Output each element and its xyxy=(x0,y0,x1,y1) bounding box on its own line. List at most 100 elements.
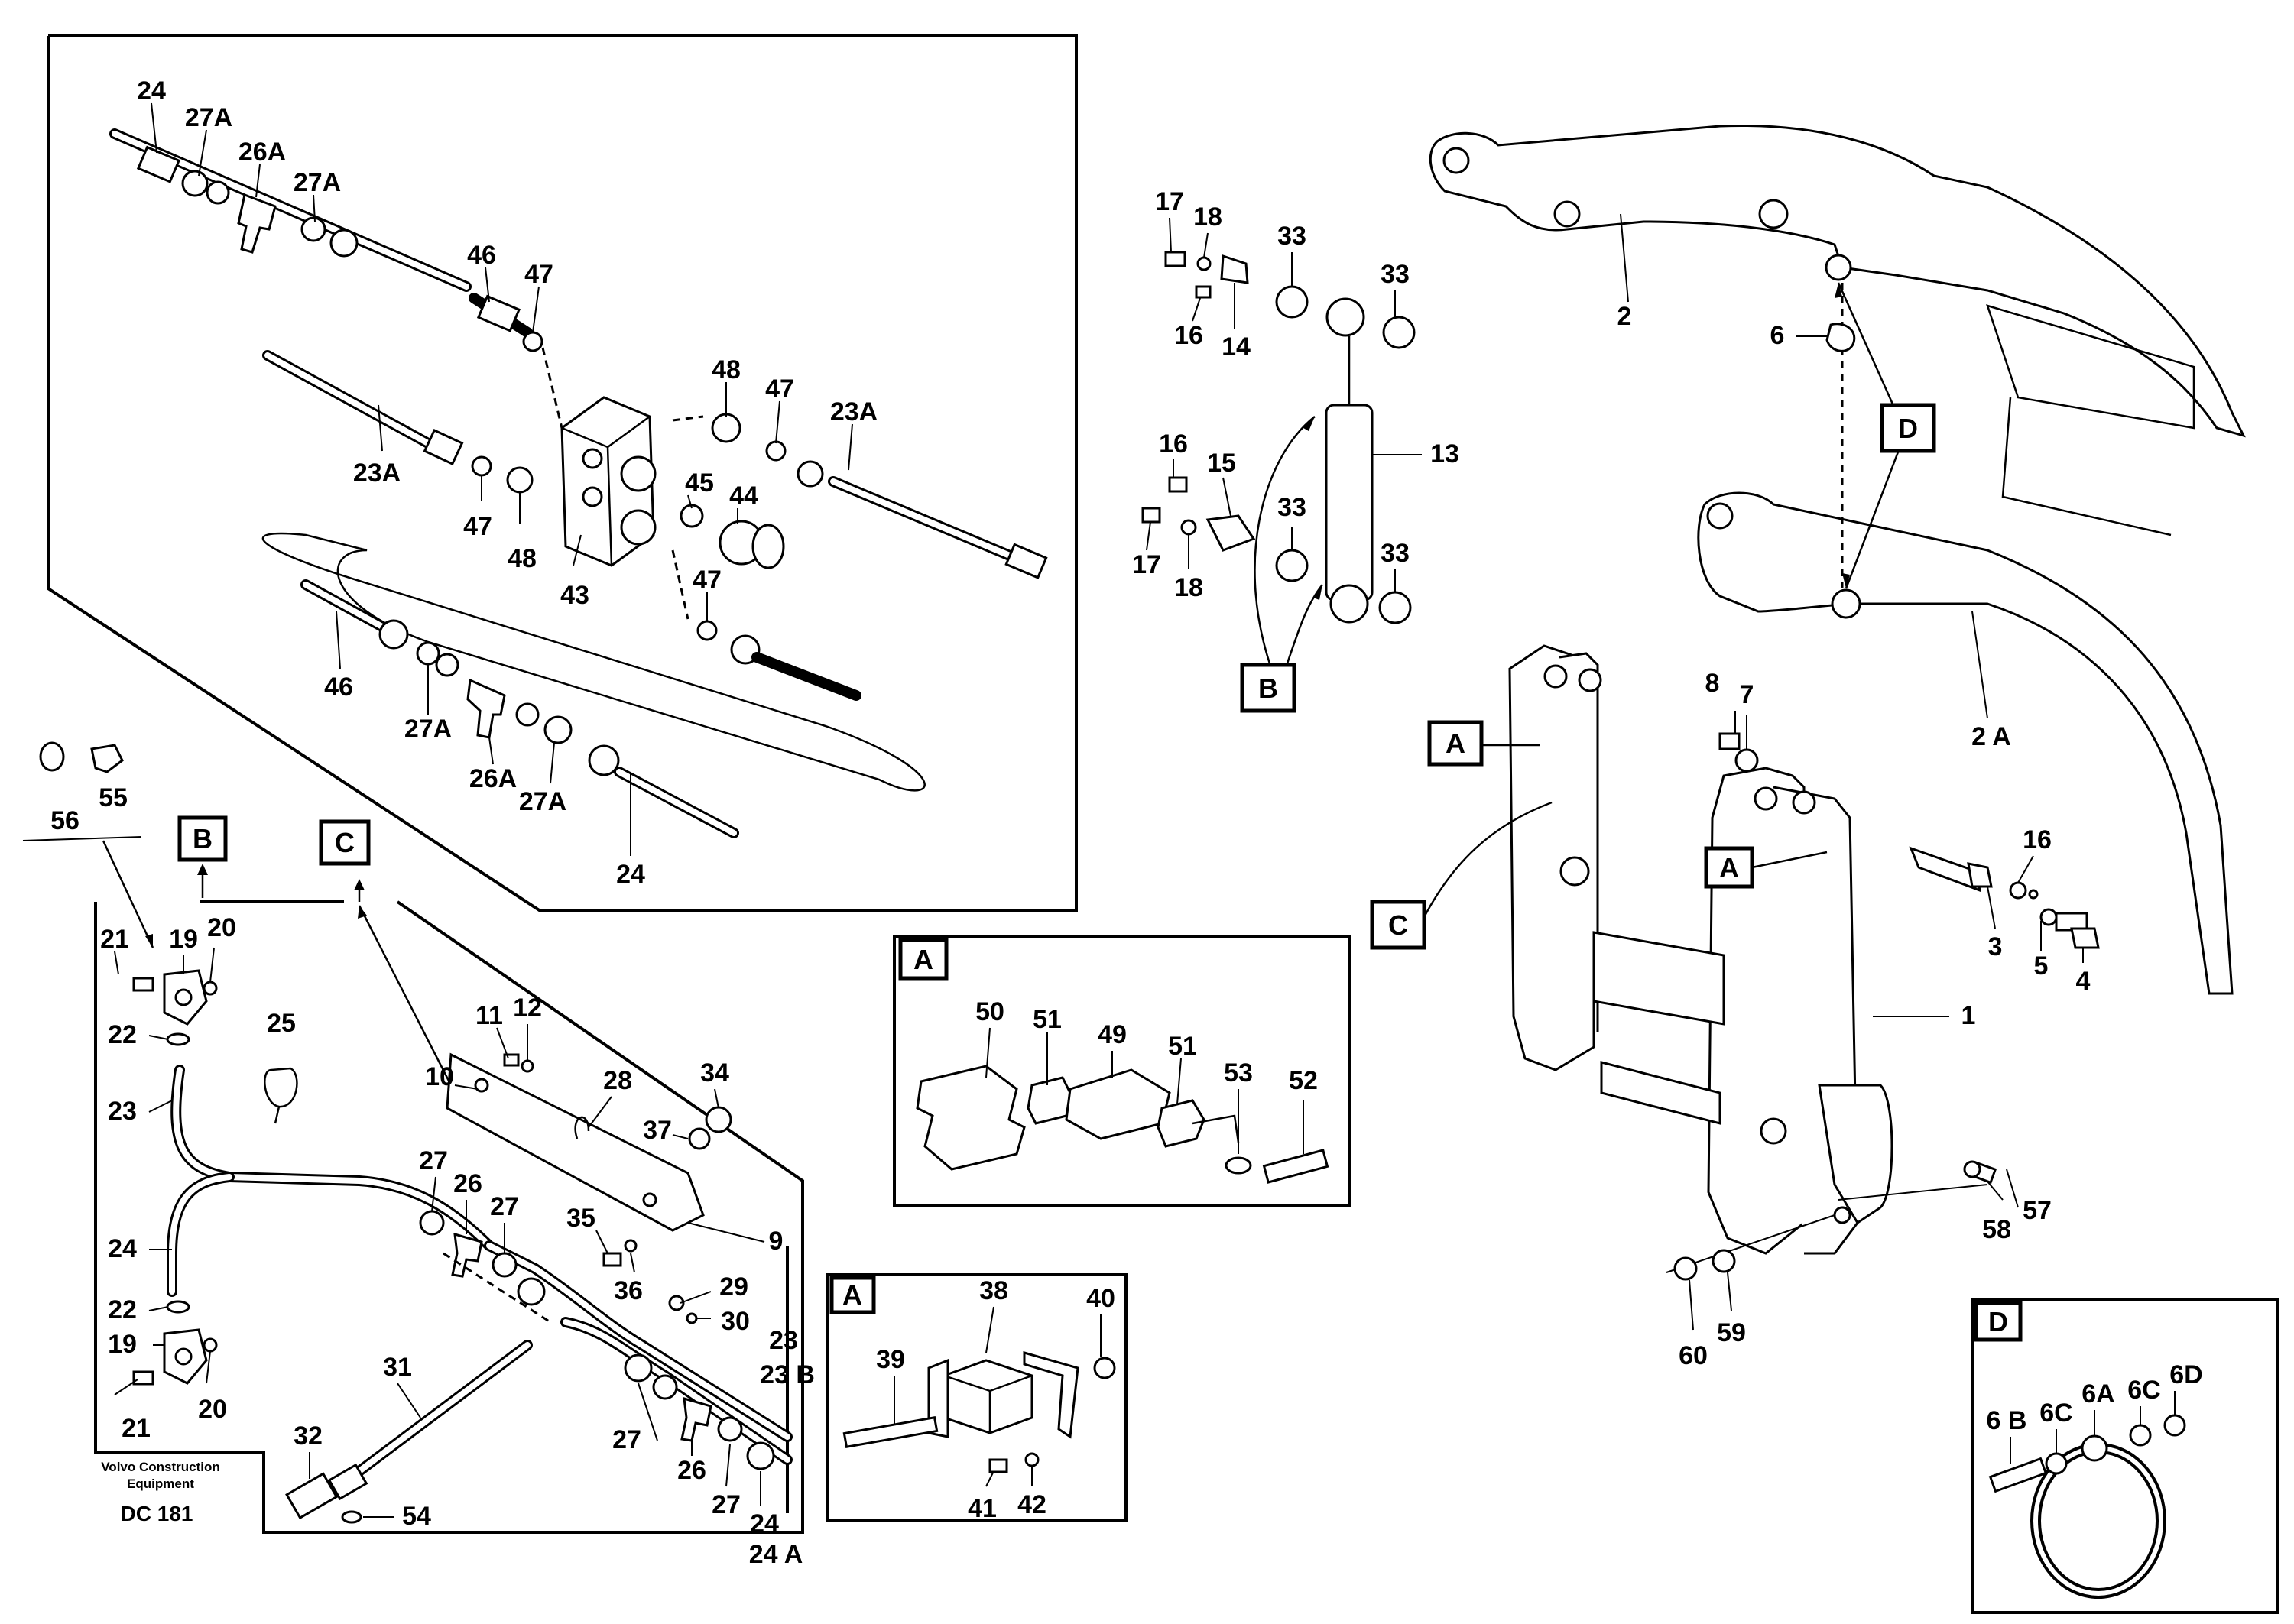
label-5: 5 xyxy=(2034,951,2049,981)
label-34: 34 xyxy=(700,1058,729,1088)
label-23a-left: 23A xyxy=(353,459,401,488)
label-39: 39 xyxy=(876,1345,905,1374)
label-19-top: 19 xyxy=(169,925,198,954)
label-2: 2 xyxy=(1617,302,1632,331)
label-6c-b: 6C xyxy=(2127,1376,2160,1405)
label-32: 32 xyxy=(294,1421,323,1451)
label-29: 29 xyxy=(719,1272,748,1301)
ref-box-a-frame: A xyxy=(1427,720,1484,767)
label-21-top: 21 xyxy=(100,925,129,954)
label-17-top: 17 xyxy=(1155,187,1184,216)
label-55: 55 xyxy=(99,783,128,812)
label-57: 57 xyxy=(2023,1196,2052,1225)
label-33-b: 33 xyxy=(1381,260,1410,289)
label-24-top: 24 xyxy=(137,76,166,105)
label-47-top: 47 xyxy=(524,260,553,289)
label-6: 6 xyxy=(1770,321,1785,350)
label-56: 56 xyxy=(50,806,79,835)
label-16-top: 16 xyxy=(1174,321,1203,350)
svg-text:C: C xyxy=(335,827,355,858)
detail-a-pads: A 50 51 49 51 53 52 xyxy=(893,935,1351,1207)
label-27a-2: 27A xyxy=(294,168,341,197)
svg-text:D: D xyxy=(1988,1306,2008,1337)
label-20-low: 20 xyxy=(198,1395,227,1424)
label-27-d: 27 xyxy=(712,1490,741,1519)
label-11: 11 xyxy=(475,1001,503,1030)
label-6a: 6A xyxy=(2081,1379,2114,1408)
label-51-a: 51 xyxy=(1033,1005,1062,1034)
ref-box-a-detail-2: A xyxy=(829,1276,876,1314)
label-28: 28 xyxy=(603,1066,632,1095)
label-26-b: 26 xyxy=(677,1456,706,1485)
label-3: 3 xyxy=(1988,932,2003,961)
label-37: 37 xyxy=(643,1116,672,1145)
grapple-arms: 2 6 2 A D xyxy=(1429,124,2246,995)
label-6b: 6 B xyxy=(1987,1406,2027,1435)
label-46-top: 46 xyxy=(467,241,496,270)
ref-box-c-frame: C xyxy=(1370,900,1426,950)
label-8: 8 xyxy=(1705,669,1720,698)
label-54: 54 xyxy=(402,1502,431,1531)
label-21-low: 21 xyxy=(122,1414,151,1443)
label-36: 36 xyxy=(614,1276,643,1305)
svg-text:A: A xyxy=(913,944,933,975)
label-26a-top: 26A xyxy=(238,138,286,167)
label-45: 45 xyxy=(685,468,714,498)
valve-block-43 xyxy=(560,396,657,567)
label-48-left: 48 xyxy=(508,544,537,573)
label-26a-lower: 26A xyxy=(469,764,517,793)
label-15: 15 xyxy=(1207,449,1236,478)
label-27-b: 27 xyxy=(490,1192,519,1221)
label-27a-1: 27A xyxy=(185,103,232,132)
label-25: 25 xyxy=(267,1009,296,1038)
label-27a-3: 27A xyxy=(404,715,452,744)
label-47-lower: 47 xyxy=(693,566,722,595)
detail-a-block: A 39 38 40 41 42 xyxy=(826,1273,1128,1523)
label-58: 58 xyxy=(1982,1215,2011,1244)
ref-box-d-arms: D xyxy=(1880,403,1936,453)
label-4: 4 xyxy=(2076,967,2091,996)
label-9: 9 xyxy=(769,1227,784,1256)
ref-box-d-detail: D xyxy=(1974,1301,2023,1342)
label-16-right: 16 xyxy=(2023,825,2052,854)
label-40: 40 xyxy=(1086,1284,1115,1313)
svg-text:B: B xyxy=(1258,673,1278,704)
label-16-mid: 16 xyxy=(1159,430,1188,459)
label-6d: 6D xyxy=(2169,1360,2202,1389)
label-24-left: 24 xyxy=(108,1234,137,1263)
label-23b: 23 B xyxy=(760,1360,815,1389)
label-49: 49 xyxy=(1098,1020,1127,1049)
label-52: 52 xyxy=(1289,1066,1318,1095)
label-27-a: 27 xyxy=(419,1146,448,1175)
label-35: 35 xyxy=(566,1204,595,1233)
label-44: 44 xyxy=(729,481,758,511)
label-27-c: 27 xyxy=(612,1425,641,1454)
label-24-lower: 24 xyxy=(616,860,645,889)
label-59: 59 xyxy=(1717,1318,1746,1347)
label-12: 12 xyxy=(513,994,542,1023)
label-17-mid: 17 xyxy=(1132,550,1161,579)
label-1: 1 xyxy=(1961,1001,1976,1030)
label-10: 10 xyxy=(425,1062,454,1091)
label-33-d: 33 xyxy=(1381,539,1410,568)
svg-text:A: A xyxy=(842,1279,862,1311)
label-13: 13 xyxy=(1430,439,1459,468)
label-18-mid: 18 xyxy=(1174,573,1203,602)
cylinder-assembly: 17 18 16 14 33 33 13 16 15 17 18 33 33 B xyxy=(1132,187,1459,713)
main-frame: 8 7 16 3 5 4 1 57 58 60 59 A A C xyxy=(1370,644,2100,1370)
label-24a: 24 A xyxy=(749,1540,803,1569)
svg-text:A: A xyxy=(1446,728,1465,759)
ref-box-a-frame-2: A xyxy=(1704,846,1754,889)
ref-box-c-panel: C xyxy=(319,819,371,866)
label-6c-a: 6C xyxy=(2039,1399,2072,1428)
label-41: 41 xyxy=(968,1494,997,1523)
label-27a-4: 27A xyxy=(519,787,566,816)
ref-box-b-panel: B xyxy=(177,815,228,862)
label-43: 43 xyxy=(560,581,589,610)
label-22-low: 22 xyxy=(108,1295,137,1324)
label-22-top: 22 xyxy=(108,1020,137,1049)
label-38: 38 xyxy=(979,1276,1008,1305)
label-47-left: 47 xyxy=(463,512,492,541)
svg-text:D: D xyxy=(1898,413,1918,444)
